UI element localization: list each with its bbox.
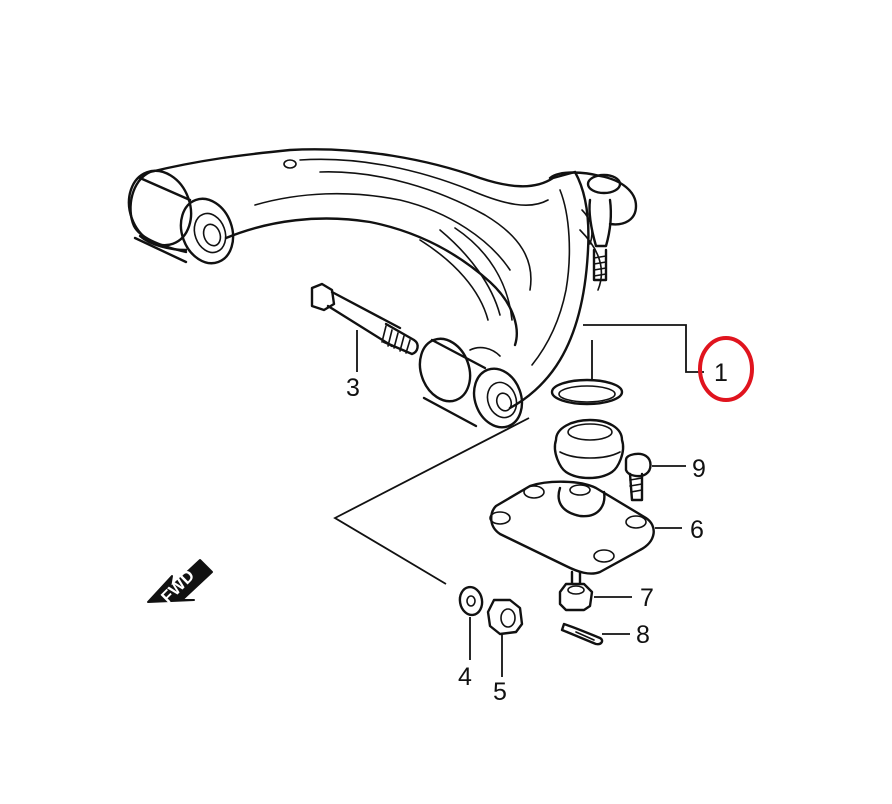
bolt-3 — [310, 282, 419, 356]
callout-7: 7 — [640, 584, 654, 612]
callout-5: 5 — [493, 678, 507, 706]
callout-3: 3 — [346, 374, 360, 402]
ball-joint-assembly — [489, 378, 655, 646]
nut-5 — [486, 598, 524, 636]
washer-4 — [458, 585, 484, 617]
callout-1: 1 — [714, 359, 728, 387]
control-arm — [127, 148, 638, 429]
callout-4: 4 — [458, 663, 472, 691]
highlight-circle — [698, 336, 754, 402]
leader-lines — [333, 324, 704, 677]
callout-9: 9 — [692, 455, 706, 483]
callout-6: 6 — [690, 516, 704, 544]
fwd-arrow: FWD — [147, 559, 213, 607]
callout-8: 8 — [636, 621, 650, 649]
